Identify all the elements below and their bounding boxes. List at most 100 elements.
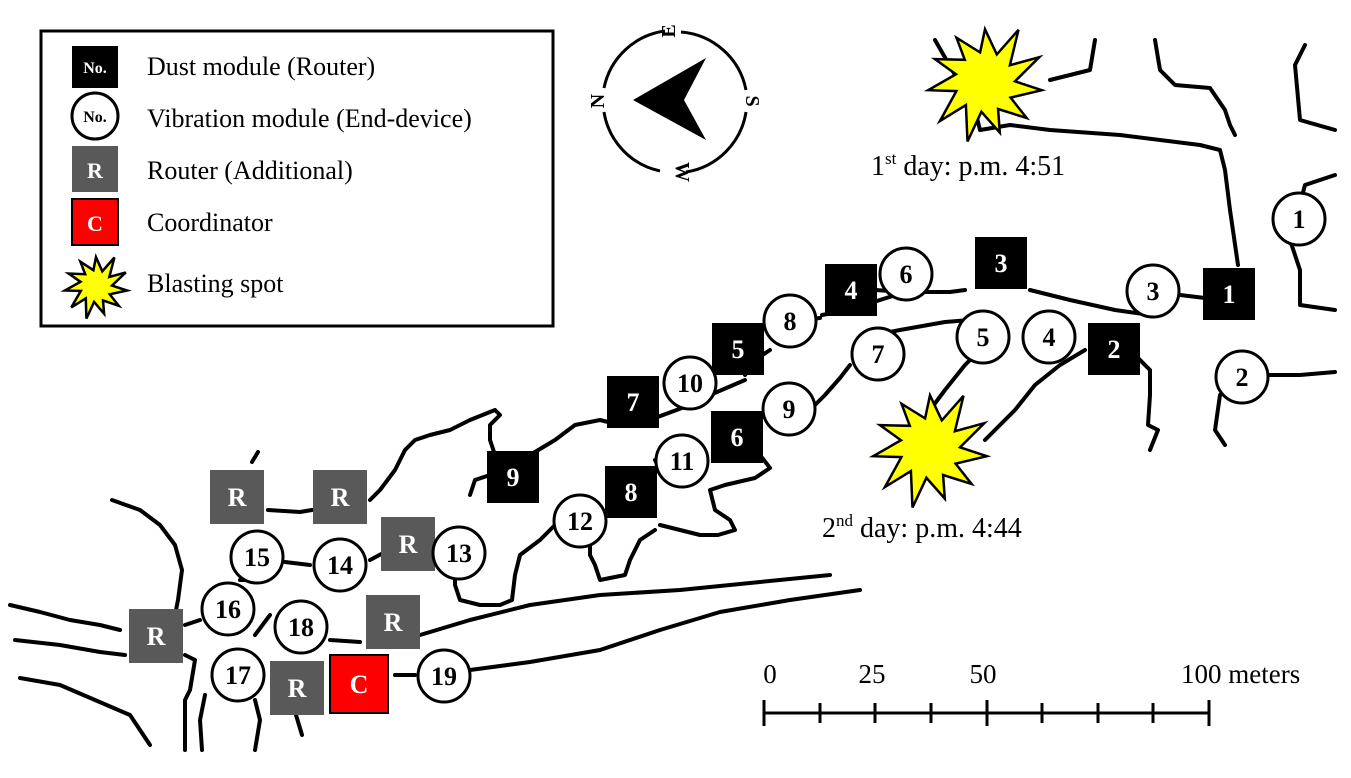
vibration-node-15: 15 [229, 529, 285, 585]
legend-vibration-symbol-text: No. [83, 109, 107, 126]
compass-arc [602, 29, 666, 89]
vibration-node-1: 1 [1271, 191, 1327, 247]
vibration-node-circle [654, 433, 710, 489]
vibration-node-14: 14 [312, 537, 368, 593]
legend-blast-symbol [60, 252, 132, 320]
scale-tick-label: 100 meters [1181, 659, 1300, 689]
router-node-label: R [384, 608, 403, 637]
scale-tick-label: 0 [763, 659, 777, 689]
router-node-box [313, 470, 367, 524]
vibration-node-label: 6 [900, 260, 913, 289]
tunnel-wall [18, 676, 152, 747]
dust-node-4: 4 [825, 264, 877, 316]
legend-box [39, 29, 555, 328]
dust-node-label: 7 [627, 388, 640, 417]
legend-dust-label: Dust module (Router) [147, 52, 375, 81]
dust-node-label: 8 [625, 478, 638, 507]
vibration-node-9: 9 [761, 381, 817, 437]
tunnel-wall [368, 408, 502, 502]
router-node-box [381, 517, 435, 571]
vibration-node-11: 11 [654, 433, 710, 489]
scale-tick-label: 50 [970, 659, 997, 689]
router-node-label: R [147, 622, 166, 651]
blasting-spot-day1-icon [923, 25, 1047, 143]
tunnel-wall [1288, 173, 1337, 312]
tunnel-wall [183, 653, 197, 752]
legend-coordinator-label: Coordinator [147, 208, 273, 237]
vibration-node-label: 15 [244, 543, 270, 572]
legend-blast-icon [60, 252, 132, 320]
vibration-node-circle [416, 648, 472, 704]
vibration-node-circle [955, 309, 1011, 365]
compass: E S W N [587, 24, 763, 182]
legend-vibration-label: Vibration module (End-device) [147, 104, 472, 133]
compass-letter-n: N [587, 93, 609, 108]
vibration-node-label: 7 [872, 340, 885, 369]
vibration-node-label: 16 [215, 595, 241, 624]
dust-node-label: 1 [1223, 280, 1236, 309]
router-node-label: R [399, 530, 418, 559]
vibration-node-circle [200, 581, 256, 637]
vibration-node-circle [1214, 349, 1270, 405]
dust-node-7: 7 [607, 376, 659, 428]
dust-node-5: 5 [712, 323, 764, 375]
legend-coordinator-symbol-text: C [87, 211, 103, 236]
coordinator-node-1: C [329, 654, 389, 714]
vibration-node-8: 8 [762, 293, 818, 349]
tunnel-wall [468, 588, 862, 672]
tunnel-wall [328, 638, 362, 644]
tunnel-wall [658, 453, 772, 537]
legend-router-symbol-text: R [87, 158, 104, 183]
dust-node-label: 2 [1108, 335, 1121, 364]
coordinator-node-box [329, 654, 389, 714]
vibration-node-label: 11 [670, 447, 695, 476]
scale-tick-label: 25 [859, 659, 886, 689]
dust-node-label: 6 [731, 423, 744, 452]
vibration-node-circle [312, 537, 368, 593]
day1-annotation: 1st day: p.m. 4:51 [871, 149, 1065, 182]
dust-node-9: 9 [487, 451, 539, 503]
tunnel-wall [1153, 38, 1237, 137]
legend: No. Dust module (Router) No. Vibration m… [39, 29, 555, 328]
vibration-node-7: 7 [850, 326, 906, 382]
dust-node-label: 3 [995, 249, 1008, 278]
tunnel-wall [183, 618, 202, 627]
vibration-node-label: 8 [784, 307, 797, 336]
vibration-node-circle [431, 525, 487, 581]
router-node-3: R [381, 517, 435, 571]
router-node-label: R [228, 483, 247, 512]
legend-router-label: Router (Additional) [147, 156, 353, 185]
vibration-node-12: 12 [552, 493, 608, 549]
tunnel-wall [453, 518, 562, 607]
vibration-node-circle [878, 246, 934, 302]
dust-node-8: 8 [605, 466, 657, 518]
tunnel-wall [13, 638, 127, 657]
day2-annotation: 2nd day: p.m. 4:44 [822, 511, 1022, 544]
tunnel-wall [983, 348, 1087, 442]
vibration-node-label: 14 [327, 551, 353, 580]
blasting-spot-day2-icon [868, 391, 992, 509]
dust-node-label: 9 [507, 463, 520, 492]
dust-node-box [711, 411, 763, 463]
vibration-node-label: 13 [446, 539, 472, 568]
vibration-node-17: 17 [210, 647, 266, 703]
vibration-node-13: 13 [431, 525, 487, 581]
vibration-node-circle [1125, 263, 1181, 319]
router-node-box [210, 470, 264, 524]
vibration-node-label: 5 [977, 323, 990, 352]
tunnel-wall [198, 693, 207, 752]
vibration-node-label: 9 [783, 395, 796, 424]
tunnel-wall [283, 560, 312, 567]
vibration-node-circle [552, 493, 608, 549]
vibration-node-circle [1271, 191, 1327, 247]
router-node-box [270, 661, 324, 715]
router-node-6: R [270, 661, 324, 715]
vibration-node-circle [850, 326, 906, 382]
vibration-node-19: 19 [416, 648, 472, 704]
legend-blast-label: Blasting spot [147, 269, 284, 298]
dust-node-box [1203, 268, 1255, 320]
vibration-node-circle [662, 355, 718, 411]
dust-node-3: 3 [975, 237, 1027, 289]
